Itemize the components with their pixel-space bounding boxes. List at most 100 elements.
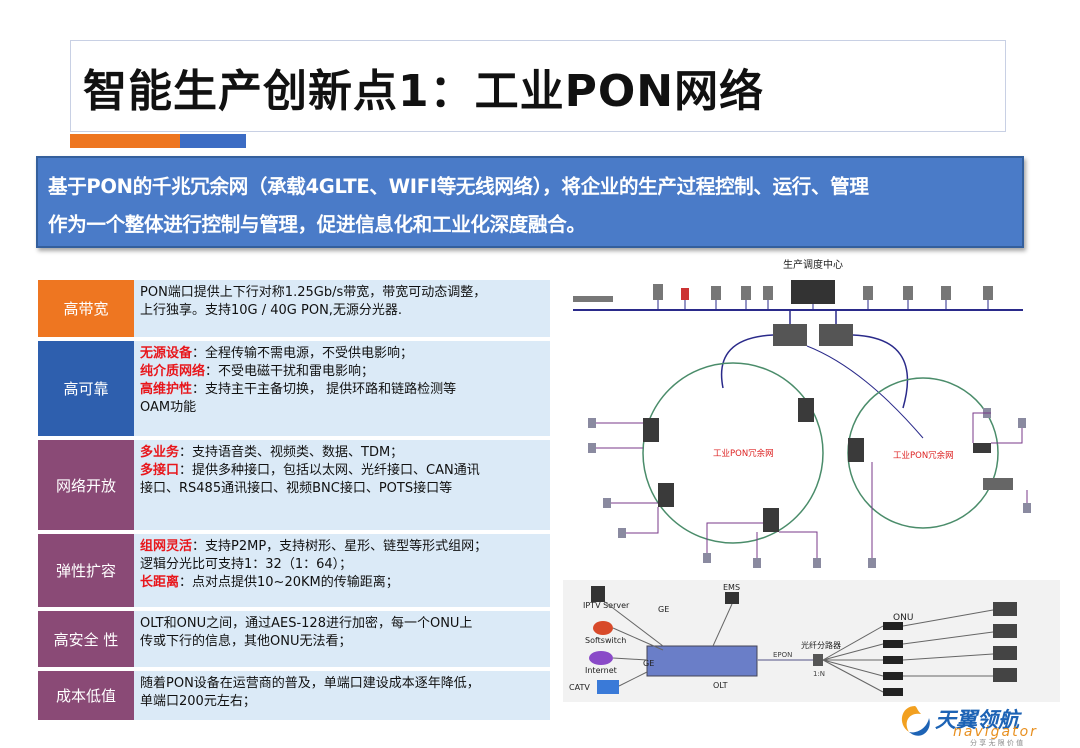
olt-device xyxy=(646,645,758,677)
feature-row: 弹性扩容组网灵活：支持P2MP，支持树形、星形、链型等形式组网；逻辑分光比可支持… xyxy=(38,534,550,607)
feature-text: OAM功能 xyxy=(140,400,197,415)
olt-left xyxy=(773,324,807,346)
feature-label: 成本低值 xyxy=(38,671,134,720)
ring-right-label: 工业PON冗余网 xyxy=(893,450,954,461)
uplink-left xyxy=(720,334,774,389)
internet-icon xyxy=(589,651,613,665)
splitter-icon xyxy=(813,654,823,666)
feature-text: ：点对点提供10~20KM的传输距离； xyxy=(179,575,399,590)
feature-text: 随着PON设备在运营商的普及，单端口建设成本逐年降低， xyxy=(140,676,480,691)
feature-keyword: 多业务 xyxy=(140,445,180,460)
title-box: 智能生产创新点1：工业PON网络 xyxy=(70,40,1006,132)
factory-network-diagram: 生产调度中心 工业PON冗余网 工业PON冗余网 xyxy=(573,258,1031,568)
top-device-drops xyxy=(657,300,989,310)
logo-tagline: 分 享 无 限 价 值 xyxy=(970,739,1024,747)
feature-line: OAM功能 xyxy=(140,399,544,417)
feature-line: 传或下行的信息，其他ONU无法看； xyxy=(140,633,544,651)
diagram-top-label: 生产调度中心 xyxy=(783,258,843,271)
top-devices xyxy=(573,280,993,304)
feature-row: 网络开放多业务：支持语音类、视频类、数据、TDM；多接口：提供多种接口，包括以太… xyxy=(38,440,550,530)
uplink-right xyxy=(852,334,909,409)
feature-text: OLT和ONU之间，通过AES-128进行加密，每一个ONU上 xyxy=(140,616,473,631)
pon-architecture-diagram: IPTV Server Softswitch Internet CATV EMS… xyxy=(563,580,1060,702)
feature-description: 组网灵活：支持P2MP，支持树形、星形、链型等形式组网；逻辑分光比可支持1：32… xyxy=(134,534,550,607)
feature-line: 逻辑分光比可支持1：32（1：64）； xyxy=(140,556,544,574)
feature-line: 接口、RS485通讯接口、视频BNC接口、POTS接口等 xyxy=(140,480,544,498)
feature-line: 多接口：提供多种接口，包括以太网、光纤接口、CAN通讯 xyxy=(140,462,544,480)
feature-line: 高维护性：支持主干主备切换， 提供环路和链路检测等 xyxy=(140,381,544,399)
feature-label: 网络开放 xyxy=(38,440,134,530)
feature-text: ：支持语音类、视频类、数据、TDM； xyxy=(179,445,404,460)
feature-line: 长距离：点对点提供10~20KM的传输距离； xyxy=(140,574,544,592)
feature-row: 高可靠无源设备：全程传输不需电源，不受供电影响；纯介质网络：不受电磁干扰和雷电影… xyxy=(38,341,550,436)
intro-banner: 基于PON的千兆冗余网（承载4GLTE、WIFI等无线网络），将企业的生产过程控… xyxy=(36,156,1024,248)
ems-icon xyxy=(725,592,739,604)
feature-keyword: 无源设备 xyxy=(140,346,193,361)
onu-icons xyxy=(883,622,903,696)
ge-label-2: GE xyxy=(643,659,654,668)
feature-keyword: 多接口 xyxy=(140,463,180,478)
feature-line: 单端口200元左右； xyxy=(140,693,544,711)
feature-text: PON端口提供上下行对称1.25Gb/s带宽，带宽可动态调整， xyxy=(140,285,487,300)
olt-label: OLT xyxy=(713,681,728,690)
feature-keyword: 纯介质网络 xyxy=(140,364,206,379)
feature-label: 高可靠 xyxy=(38,341,134,436)
uplink-cross xyxy=(806,345,924,439)
feature-line: 纯介质网络：不受电磁干扰和雷电影响； xyxy=(140,363,544,381)
feature-line: 无源设备：全程传输不需电源，不受供电影响； xyxy=(140,345,544,363)
feature-description: PON端口提供上下行对称1.25Gb/s带宽，带宽可动态调整， 上行独享。支持10… xyxy=(134,280,550,337)
splitter-label: 光纤分路器 xyxy=(801,640,841,650)
accent-bar-blue xyxy=(180,134,246,148)
logo-sub-text: navigator xyxy=(953,724,1038,740)
feature-line: PON端口提供上下行对称1.25Gb/s带宽，带宽可动态调整， xyxy=(140,284,544,302)
intro-line-2: 作为一个整体进行控制与管理，促进信息化和工业化深度融合。 xyxy=(48,213,586,236)
feature-label: 高安全 性 xyxy=(38,611,134,667)
ring-left-label: 工业PON冗余网 xyxy=(713,448,774,459)
feature-text: ：支持主干主备切换， 提供环路和链路检测等 xyxy=(192,382,457,397)
page-title: 智能生产创新点1：工业PON网络 xyxy=(83,66,765,117)
feature-text: 传或下行的信息，其他ONU无法看； xyxy=(140,634,352,649)
feature-row: 高带宽 PON端口提供上下行对称1.25Gb/s带宽，带宽可动态调整， 上行独享。支… xyxy=(38,280,550,337)
internet-label: Internet xyxy=(585,666,617,675)
onu-label: ONU xyxy=(893,613,913,623)
feature-text: ：全程传输不需电源，不受供电影响； xyxy=(192,346,414,361)
navigator-logo: 天翼领航 navigator 分 享 无 限 价 值 xyxy=(895,700,1065,747)
feature-line: 多业务：支持语音类、视频类、数据、TDM； xyxy=(140,444,544,462)
terminal-icons xyxy=(993,602,1017,682)
feature-text: 单端口200元左右； xyxy=(140,694,256,709)
catv-label: CATV xyxy=(569,683,590,692)
feature-text: ：支持P2MP，支持树形、星形、链型等形式组网； xyxy=(192,539,488,554)
feature-label: 弹性扩容 xyxy=(38,534,134,607)
backhaul-links xyxy=(604,601,733,687)
olt-right xyxy=(819,324,853,346)
ring-nodes xyxy=(643,398,1013,532)
logo-main-text: 天翼领航 xyxy=(935,708,1019,732)
feature-keyword: 长距离 xyxy=(140,575,180,590)
ratio-label: 1:N xyxy=(813,670,825,678)
logo-swoosh-icon xyxy=(901,706,930,736)
feature-keyword: 高维护性 xyxy=(140,382,193,397)
feature-text: 上行独享。支持10G / 40G PON,无源分光器. xyxy=(140,303,403,318)
field-links xyxy=(596,412,1028,558)
feature-text: 逻辑分光比可支持1：32（1：64）； xyxy=(140,557,353,572)
feature-row: 成本低值随着PON设备在运营商的普及，单端口建设成本逐年降低， 单端口200元左右… xyxy=(38,671,550,720)
accent-bar-orange xyxy=(70,134,180,148)
feature-line: 随着PON设备在运营商的普及，单端口建设成本逐年降低， xyxy=(140,675,544,693)
ring-left xyxy=(642,362,824,544)
feature-line: OLT和ONU之间，通过AES-128进行加密，每一个ONU上 xyxy=(140,615,544,633)
iptv-server-icon xyxy=(591,586,605,602)
feature-keyword: 组网灵活 xyxy=(140,539,193,554)
feature-line: 上行独享。支持10G / 40G PON,无源分光器. xyxy=(140,302,544,320)
epon-label: EPON xyxy=(773,651,792,659)
feature-text: 接口、RS485通讯接口、视频BNC接口、POTS接口等 xyxy=(140,481,453,496)
feature-line: 组网灵活：支持P2MP，支持树形、星形、链型等形式组网； xyxy=(140,538,544,556)
feature-description: 多业务：支持语音类、视频类、数据、TDM；多接口：提供多种接口，包括以太网、光纤… xyxy=(134,440,550,530)
iptv-label: IPTV Server xyxy=(583,601,630,610)
softswitch-icon xyxy=(593,621,613,635)
feature-description: 无源设备：全程传输不需电源，不受供电影响；纯介质网络：不受电磁干扰和雷电影响；高… xyxy=(134,341,550,436)
ge-label-1: GE xyxy=(658,605,669,614)
feature-text: ：不受电磁干扰和雷电影响； xyxy=(205,364,375,379)
feature-label: 高带宽 xyxy=(38,280,134,337)
feature-text: ：提供多种接口，包括以太网、光纤接口、CAN通讯 xyxy=(179,463,480,478)
softswitch-label: Softswitch xyxy=(585,636,626,645)
